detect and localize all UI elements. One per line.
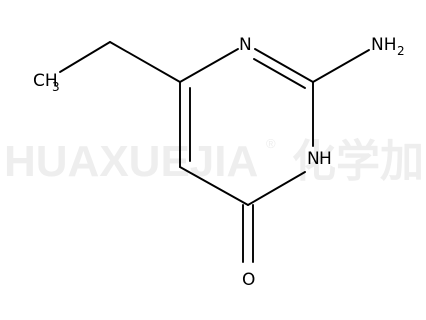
atom-n3-h: H <box>319 149 332 169</box>
atom-n3-nh: N H <box>307 149 332 169</box>
atom-labels: N N H NH 2 CH 3 O <box>33 35 405 290</box>
watermark-brand: HUAXUEJIA <box>4 137 258 186</box>
atom-oxygen: O <box>242 270 255 290</box>
atom-methyl: CH 3 <box>33 71 60 94</box>
methyl-label: CH <box>33 71 58 91</box>
bond-c6-n1 <box>179 48 239 83</box>
bond-ch2-ch3 <box>59 41 111 73</box>
bond-c4-c5 <box>179 166 249 206</box>
methyl-subscript: 3 <box>52 80 60 94</box>
bond-c6-ch2 <box>109 41 181 83</box>
amine-subscript: 2 <box>397 44 405 58</box>
bond-n1-c2 <box>254 48 314 83</box>
watermark-registered-mark: ® <box>266 136 276 151</box>
bond-n1-c2-double <box>253 58 306 89</box>
atom-n1: N <box>239 35 252 55</box>
bonds <box>59 41 370 263</box>
atom-n3-main: N <box>307 149 320 169</box>
bond-n3-c4 <box>247 171 306 206</box>
watermark-cjk: 化学加 <box>292 137 424 186</box>
amine-label: NH <box>371 35 397 55</box>
watermark: HUAXUEJIA ® 化学加 <box>4 136 424 186</box>
bond-c2-amine <box>312 49 370 83</box>
atom-amine: NH 2 <box>371 35 405 58</box>
